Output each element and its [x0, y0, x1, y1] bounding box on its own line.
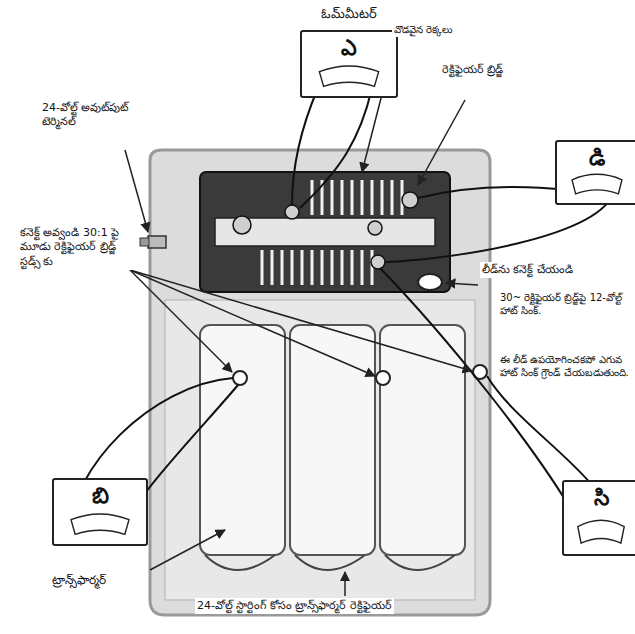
meter-letter: బి	[54, 484, 146, 508]
lead-ring	[418, 274, 442, 290]
callout-label: 30~ రెక్టిఫైయర్ బ్రిడ్జ్‌పై 12-వోల్ట్ హా…	[498, 290, 632, 318]
meter-box: డి	[555, 140, 635, 205]
rectifier-studs	[233, 192, 418, 269]
meter-letter: ఎ	[302, 36, 396, 60]
callout-label: రెక్టిఫైయర్ బ్రిడ్జ్	[440, 62, 506, 78]
meter-letter: సి	[564, 486, 635, 510]
transformer-studs	[233, 365, 487, 385]
callout-label: లీడ్‌ను కనెక్ట్ చేయండి	[480, 262, 575, 278]
callout-label: 24-వోల్ట్ అవుట్‌పుట్ టెర్మినల్	[40, 100, 164, 131]
meter-box: ఓమ్‌మీటర్ఎ	[300, 30, 398, 98]
housing-lower	[165, 300, 475, 600]
leader-lines	[125, 40, 478, 596]
callout-label: కనెక్ట్ అవ్వండి 30:1 పై మూడు రెక్టిఫైయర్…	[18, 225, 137, 270]
meter-box: బి	[52, 478, 148, 546]
callout-label: ఈ లీడ్ ఉపయోగించకపో ఎగువ హాట్ సింక్ గ్రౌం…	[498, 352, 632, 380]
housing	[150, 150, 490, 615]
meter-letter: డి	[557, 146, 635, 170]
callout-label: వొడవైన రెక్కలు	[392, 22, 454, 37]
callout-label: ట్రాన్స్‌ఫార్మర్	[50, 572, 108, 590]
meter-box: సి	[562, 480, 635, 556]
terminal-bolt	[140, 238, 149, 246]
meter-title: ఓమ్‌మీటర్	[319, 6, 379, 24]
transformer-coils	[200, 325, 465, 570]
callout-label: 24-వోల్ట్ స్టార్టింగ్ కోసం ట్రాన్స్‌ఫార్…	[195, 598, 394, 614]
rectifier-block	[200, 172, 450, 292]
output-terminal	[148, 236, 166, 248]
